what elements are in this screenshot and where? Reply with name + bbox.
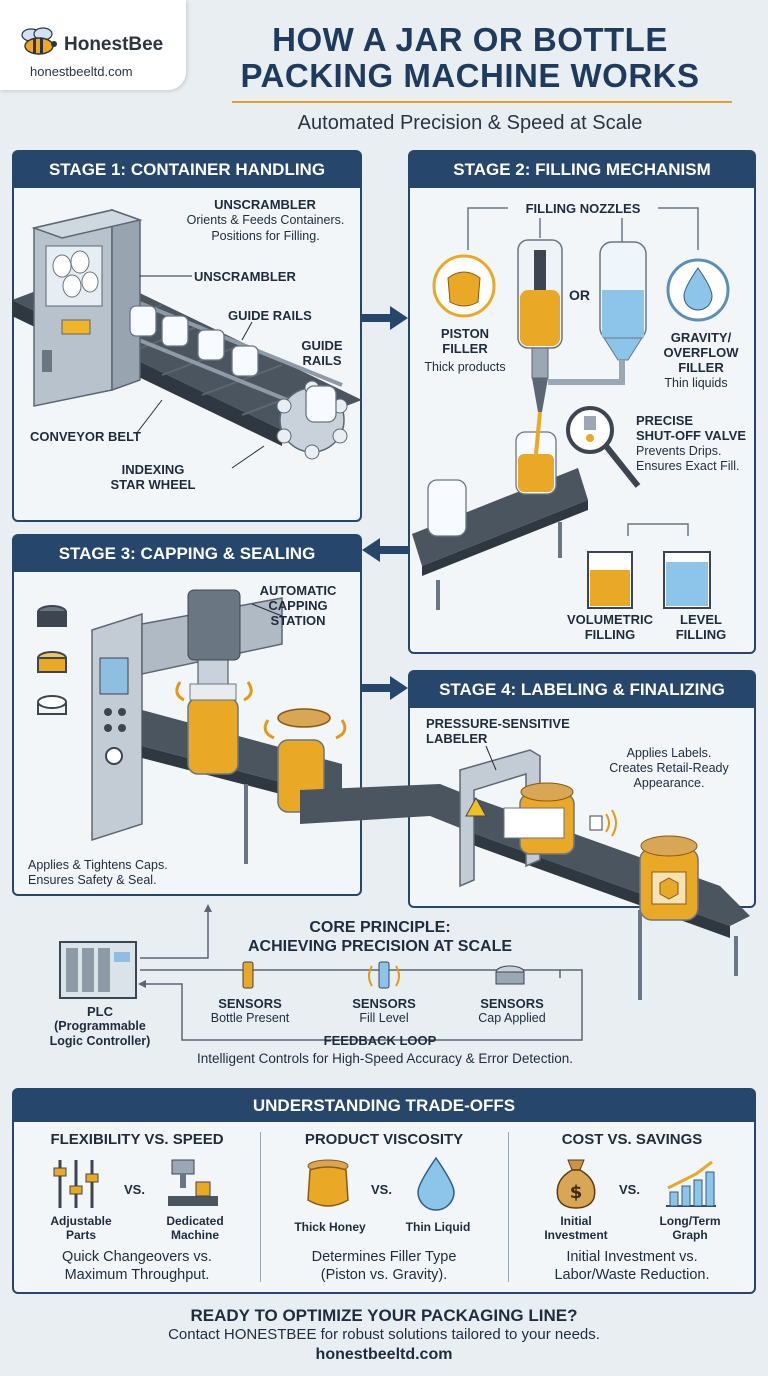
- tradeoff-flex-title: FLEXIBILITY VS. SPEED: [50, 1131, 224, 1148]
- tradeoff-divider-2: [508, 1132, 509, 1282]
- stage4-desc: Applies Labels. Creates Retail-Ready App…: [609, 746, 729, 790]
- sliders-icon: [53, 1160, 99, 1208]
- flow-arrow-left-icon: [362, 538, 408, 562]
- sensor-bottle-present: SENSORS Bottle Present: [210, 996, 290, 1025]
- tradeoffs-panel: UNDERSTANDING TRADE-OFFS: [12, 1088, 756, 1294]
- tradeoff-flex-desc: Quick Changeovers vs. Maximum Throughput…: [62, 1249, 212, 1283]
- tradeoff-viscosity-vs: VS.: [371, 1182, 392, 1197]
- core-principle-title: CORE PRINCIPLE: ACHIEVING PRECISION AT S…: [247, 919, 513, 955]
- stage2-gravity-desc: Thin liquids: [664, 376, 728, 390]
- stage1-conveyor-belt: CONVEYOR BELT: [30, 429, 141, 444]
- tradeoff-viscosity-left: Thick Honey: [294, 1220, 366, 1234]
- honey-jar-icon: [307, 1159, 349, 1207]
- sensor-fill-level: SENSORS Fill Level: [352, 996, 416, 1025]
- stage1-guide-rails-1: GUIDE RAILS: [228, 308, 312, 323]
- footer-headline: READY TO OPTIMIZE YOUR PACKAGING LINE?: [190, 1306, 578, 1325]
- brand-url[interactable]: honestbeeltd.com: [30, 64, 133, 79]
- stage2-volumetric-filling: VOLUMETRIC FILLING: [567, 612, 653, 642]
- money-bag-icon: $: [556, 1159, 596, 1209]
- tradeoff-viscosity-desc: Determines Filler Type (Piston vs. Gravi…: [311, 1249, 457, 1283]
- stage1-unscrambler-desc2: Positions for Filling.: [211, 229, 320, 243]
- stage1-unscrambler-title: UNSCRAMBLER: [214, 197, 316, 212]
- tradeoff-divider-1: [260, 1132, 261, 1282]
- stage2-gravity-filler: GRAVITY/ OVERFLOW FILLER: [663, 330, 739, 375]
- feedback-loop-desc: Intelligent Controls for High-Speed Accu…: [197, 1051, 573, 1066]
- stage3-desc: Applies & Tightens Caps. Ensures Safety …: [28, 858, 168, 887]
- tradeoff-cost-right: Long/Term Graph: [659, 1214, 721, 1242]
- tradeoff-cost-left: Initial Investment: [544, 1214, 608, 1242]
- footer-line: Contact HONESTBEE for robust solutions t…: [168, 1326, 600, 1343]
- stage4-labeler: PRESSURE-SENSITIVE LABELER: [426, 716, 570, 746]
- water-drop-icon: [417, 1156, 455, 1211]
- stage2-valve-desc: Prevents Drips. Ensures Exact Fill.: [636, 444, 740, 473]
- stage1-star-wheel: INDEXING STAR WHEEL: [110, 462, 196, 492]
- tradeoff-flex-vs: VS.: [124, 1182, 145, 1197]
- tradeoff-flex-right: Dedicated Machine: [166, 1214, 224, 1242]
- tradeoffs-tab: UNDERSTANDING TRADE-OFFS: [14, 1090, 754, 1122]
- stage2-filling-nozzles: FILLING NOZZLES: [525, 201, 641, 216]
- tradeoff-cost-desc: Initial Investment vs. Labor/Waste Reduc…: [554, 1249, 710, 1283]
- svg-text:$: $: [570, 1182, 583, 1203]
- stage2-or: OR: [569, 287, 590, 303]
- stage1-unscrambler-label: UNSCRAMBLER: [194, 269, 296, 284]
- tradeoff-viscosity-title: PRODUCT VISCOSITY: [304, 1131, 464, 1148]
- stage2-piston-desc: Thick products: [424, 360, 506, 374]
- page-title: HOW A JAR OR BOTTLE PACKING MACHINE WORK…: [240, 21, 700, 94]
- stage2-piston-filler: PISTON FILLER: [440, 326, 490, 356]
- stage1-tab: STAGE 1: CONTAINER HANDLING: [14, 152, 360, 188]
- core-loop-diagram: [59, 904, 583, 1041]
- stage3-illustration: [37, 589, 347, 864]
- page-subtitle: Automated Precision & Speed at Scale: [297, 112, 643, 134]
- stage2-illustration: [412, 207, 730, 610]
- brand-name: HonestBee: [64, 34, 164, 55]
- growth-chart-icon: [666, 1160, 716, 1207]
- tradeoff-cost-vs: VS.: [619, 1182, 640, 1197]
- tradeoff-viscosity-right: Thin Liquid: [405, 1220, 471, 1234]
- flow-arrow-right-icon-2: [362, 676, 408, 700]
- tradeoff-cost-title: COST VS. SAVINGS: [561, 1131, 703, 1148]
- stage3-capping-station: AUTOMATIC CAPPING STATION: [259, 583, 337, 628]
- stage1-unscrambler-desc1: Orients & Feeds Containers.: [186, 213, 345, 227]
- stage2-level-filling: LEVEL FILLING: [675, 612, 727, 642]
- stage4-illustration: [300, 745, 750, 1000]
- flow-arrow-right-icon: [362, 306, 408, 330]
- stage3-tab: STAGE 3: CAPPING & SEALING: [14, 536, 360, 572]
- sensor-cap-applied: SENSORS Cap Applied: [478, 996, 546, 1025]
- brand-card: HonestBee honestbeeltd.com: [0, 0, 186, 90]
- stage2-shutoff-valve: PRECISE SHUT-OFF VALVE: [636, 413, 747, 443]
- stage4-tab: STAGE 4: LABELING & FINALIZING: [410, 672, 754, 708]
- footer-url[interactable]: honestbeeltd.com: [315, 1346, 453, 1363]
- stage2-tab: STAGE 2: FILLING MECHANISM: [410, 152, 754, 188]
- stage3-panel: STAGE 3: CAPPING & SEALING: [12, 534, 362, 896]
- stage1-illustration: [12, 208, 362, 469]
- tradeoff-flex-left: Adjustable Parts: [50, 1214, 112, 1242]
- feedback-loop-label: FEEDBACK LOOP: [323, 1033, 437, 1048]
- plc-label: PLC (Programmable Logic Controller): [49, 1004, 151, 1048]
- title-underline: [232, 101, 732, 103]
- stage1-guide-rails-2: GUIDE RAILS: [301, 338, 343, 368]
- dedicated-machine-icon: [168, 1159, 218, 1206]
- bee-logo-icon: [21, 27, 57, 55]
